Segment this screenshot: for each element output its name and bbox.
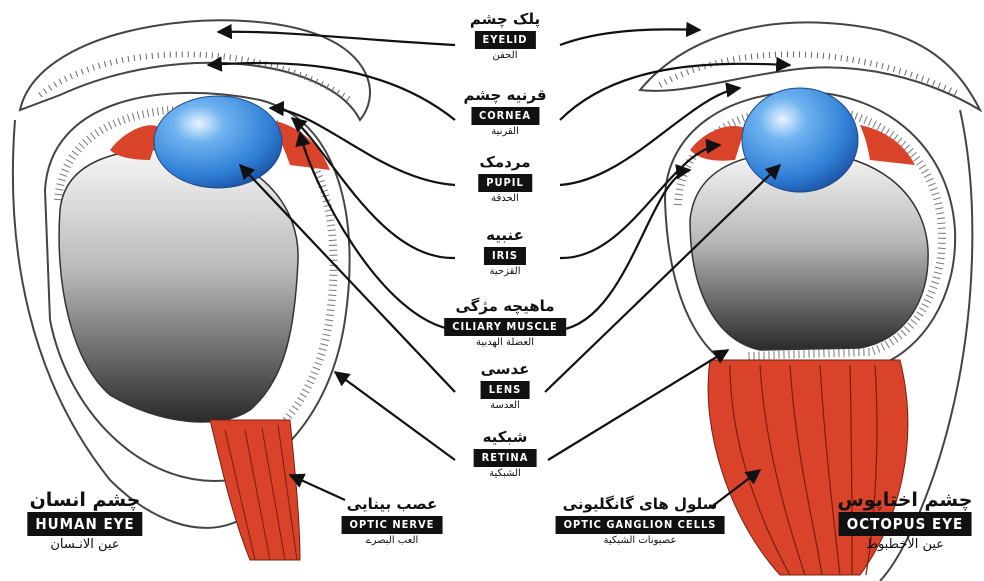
label-cornea-ar: القرنية: [463, 125, 546, 139]
label-lens-en: LENS: [481, 381, 529, 399]
title-human-fa: چشم انسان: [27, 488, 142, 512]
label-ganglion-ar: عصبونات الشبكية: [556, 534, 725, 548]
label-pupil-en: PUPIL: [478, 174, 532, 192]
label-iris: عنبیه IRIS القزحية: [484, 226, 526, 279]
title-human-eye: چشم انسان HUMAN EYE عين الانـسان: [27, 488, 142, 554]
human-optic-nerve: [210, 420, 300, 560]
label-ganglion-fa: سلول های گانگلیونی: [556, 495, 725, 513]
arrow-retina-left: [335, 372, 455, 460]
title-human-ar: عين الانـسان: [27, 536, 142, 554]
label-ciliary-muscle: ماهیچه مژگی CILIARY MUSCLE العضلة الهدبي…: [444, 297, 566, 350]
title-octopus-ar: عين الأخطبوط: [838, 536, 973, 554]
label-iris-ar: القزحية: [484, 265, 526, 279]
label-iris-en: IRIS: [484, 247, 526, 265]
label-pupil-fa: مردمک: [478, 153, 532, 171]
label-optic-nerve-ar: العب البصرے: [342, 534, 443, 548]
label-retina: شبکیه RETINA الشبكية: [474, 428, 537, 481]
label-pupil: مردمک PUPIL الحدقة: [478, 153, 532, 206]
label-cornea-fa: قرنیه چشم: [463, 86, 546, 104]
label-ciliary-ar: العضلة الهدبية: [444, 336, 566, 350]
octopus-lens: [742, 88, 858, 192]
title-human-en: HUMAN EYE: [27, 512, 142, 536]
label-ciliary-fa: ماهیچه مژگی: [444, 297, 566, 315]
label-retina-ar: الشبكية: [474, 467, 537, 481]
label-ganglion-en: OPTIC GANGLION CELLS: [556, 516, 725, 534]
label-cornea: قرنیه چشم CORNEA القرنية: [463, 86, 546, 139]
label-iris-fa: عنبیه: [484, 226, 526, 244]
label-retina-fa: شبکیه: [474, 428, 537, 446]
label-optic-nerve-en: OPTIC NERVE: [342, 516, 443, 534]
label-lens-ar: العدسة: [481, 399, 530, 413]
title-octopus-fa: چشم اختاپوس: [838, 488, 973, 512]
title-octopus-en: OCTOPUS EYE: [839, 512, 972, 536]
label-lens: عدسی LENS العدسة: [481, 360, 530, 413]
label-retina-en: RETINA: [474, 449, 537, 467]
label-eyelid-ar: الجفن: [470, 49, 540, 63]
label-eyelid: پلک چشم EYELID الجفن: [470, 10, 540, 63]
arrow-retina-right: [548, 350, 728, 460]
label-ciliary-en: CILIARY MUSCLE: [444, 318, 566, 336]
label-eyelid-en: EYELID: [475, 31, 536, 49]
arrow-eyelid-right: [560, 29, 700, 45]
label-pupil-ar: الحدقة: [478, 192, 532, 206]
label-lens-fa: عدسی: [481, 360, 530, 378]
label-cornea-en: CORNEA: [471, 107, 539, 125]
human-eye: [13, 20, 370, 560]
human-lens: [154, 96, 282, 188]
arrow-optic-nerve: [290, 475, 345, 500]
label-optic-nerve: عصب بینایی OPTIC NERVE العب البصرے: [342, 495, 443, 548]
label-eyelid-fa: پلک چشم: [470, 10, 540, 28]
label-ganglion-cells: سلول های گانگلیونی OPTIC GANGLION CELLS …: [556, 495, 725, 548]
title-octopus-eye: چشم اختاپوس OCTOPUS EYE عين الأخطبوط: [838, 488, 973, 554]
label-optic-nerve-fa: عصب بینایی: [342, 495, 443, 513]
